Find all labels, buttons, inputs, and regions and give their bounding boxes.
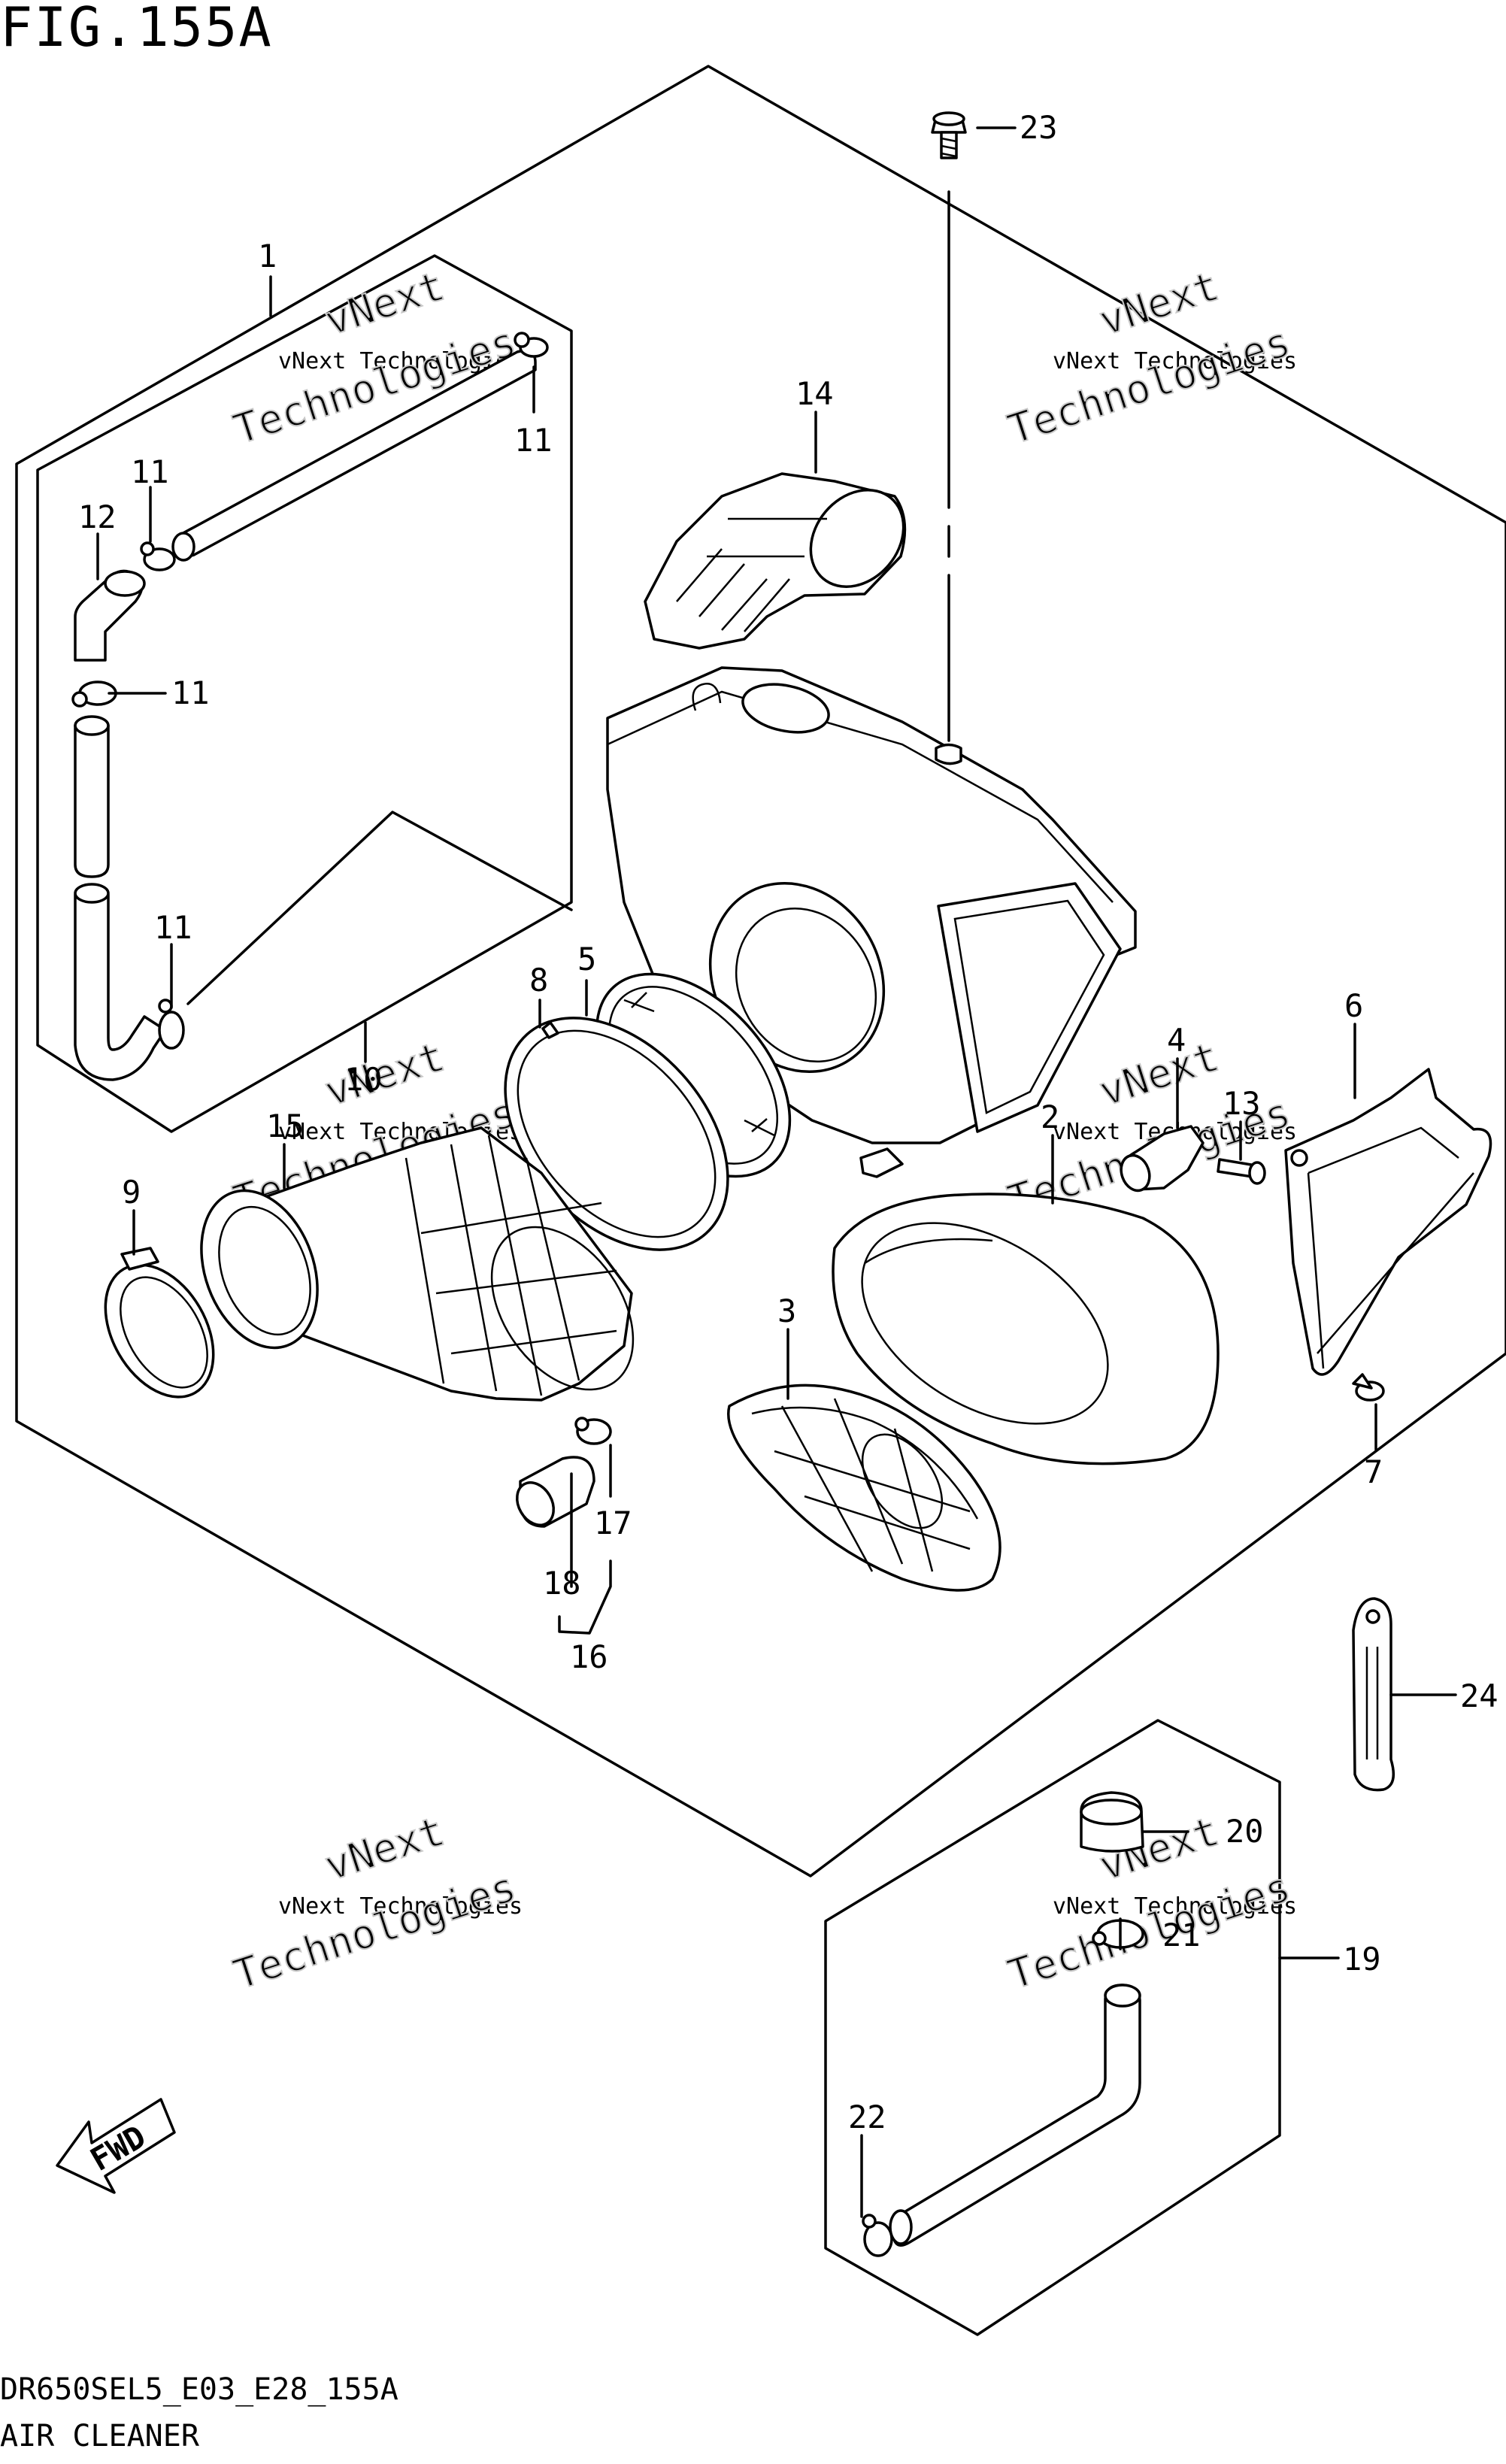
svg-text:vNext: vNext [319,1032,450,1115]
watermark-top-left: vNext Technologies vNext Technologies [227,261,523,454]
callout-11: 11 [171,674,210,711]
callout-11: 11 [514,422,553,459]
breather-hose-subframe [36,254,573,1133]
callout-23: 23 [1020,109,1058,146]
filter-cage-3 [727,1384,1001,1592]
drain-plug-18 [516,1456,595,1528]
holder-strap-24 [1352,1597,1395,1792]
callout-9: 9 [122,1174,141,1211]
intake-boot [200,1126,635,1402]
watermark-top-right: vNext Technologies vNext Technologies [1001,261,1297,454]
screw-7 [1352,1373,1385,1402]
hose-clamp-lower [158,999,185,1050]
svg-text:vNext: vNext [1093,262,1224,344]
callout-11: 11 [154,909,192,946]
callout-11: 11 [131,453,169,490]
hose-clamp-upper-right [514,332,549,358]
fwd-arrow-icon: FWD [56,2098,176,2194]
clamp-17 [574,1417,612,1445]
screw-13 [1217,1158,1266,1185]
callout-14: 14 [795,375,834,412]
leader-lines [96,126,1457,2218]
svg-text:vNext Technologies: vNext Technologies [1053,348,1297,374]
breather-elbow-joint [74,569,146,662]
svg-text:Technologies: Technologies [1002,1863,1296,1999]
callout-2: 2 [1041,1099,1059,1135]
callout-15: 15 [266,1108,305,1144]
callout-1: 1 [258,238,277,274]
callout-10: 10 [344,1061,383,1098]
filter-element-2 [832,1193,1220,1465]
callout-4: 4 [1167,1022,1186,1059]
callout-13: 13 [1223,1085,1261,1122]
callout-21: 21 [1162,1917,1201,1953]
svg-text:vNext Technologies: vNext Technologies [1053,1893,1297,1920]
callout-19: 19 [1343,1941,1381,1978]
callout-7: 7 [1364,1453,1383,1490]
svg-text:vNext: vNext [319,1807,450,1890]
breather-hose-middle [74,715,110,878]
figure-code: DR650SEL5_E03_E28_155A [0,2372,398,2407]
callout-24: 24 [1460,1678,1498,1714]
callout-3: 3 [777,1293,796,1329]
bracket-6 [1284,1068,1492,1376]
callout-18: 18 [543,1565,581,1602]
hose-band-9 [104,1247,215,1399]
svg-text:vNext Technologies: vNext Technologies [278,1893,523,1920]
callout-22: 22 [848,2099,886,2135]
drain-cap-20 [1080,1791,1144,1853]
drain-hose-19 [889,1984,1141,2247]
callout-5: 5 [577,941,596,977]
callout-labels: 1 11 11 12 11 11 10 14 23 5 8 4 13 6 2 3… [78,109,1498,2135]
callout-6: 6 [1344,987,1363,1024]
callout-17: 17 [594,1505,632,1541]
callout-8: 8 [529,962,548,999]
callout-16: 16 [570,1638,608,1675]
clamp-22 [862,2214,893,2257]
figure-title: FIG.155A [0,0,273,59]
watermark-bottom-left: vNext Technologies vNext Technologies [227,1806,523,1999]
callout-20: 20 [1226,1813,1264,1850]
figure-name: AIR CLEANER [0,2419,199,2453]
breather-hose-lower [74,883,167,1081]
svg-text:Technologies: Technologies [1002,318,1296,453]
hose-clamp-upper-left [140,541,176,571]
svg-text:vNext: vNext [319,262,450,344]
inlet-duct [644,472,907,650]
callout-12: 12 [78,499,117,535]
svg-text:vNext: vNext [1093,1032,1224,1115]
grommet-4 [1120,1125,1204,1193]
main-assembly-frame [15,65,1506,1878]
drain-subframe [824,1719,1281,2336]
screw-23 [931,111,967,159]
hose-group-bracket-line [186,811,573,1005]
svg-text:Technologies: Technologies [228,1863,522,1999]
hose-clamp-middle [71,680,117,708]
